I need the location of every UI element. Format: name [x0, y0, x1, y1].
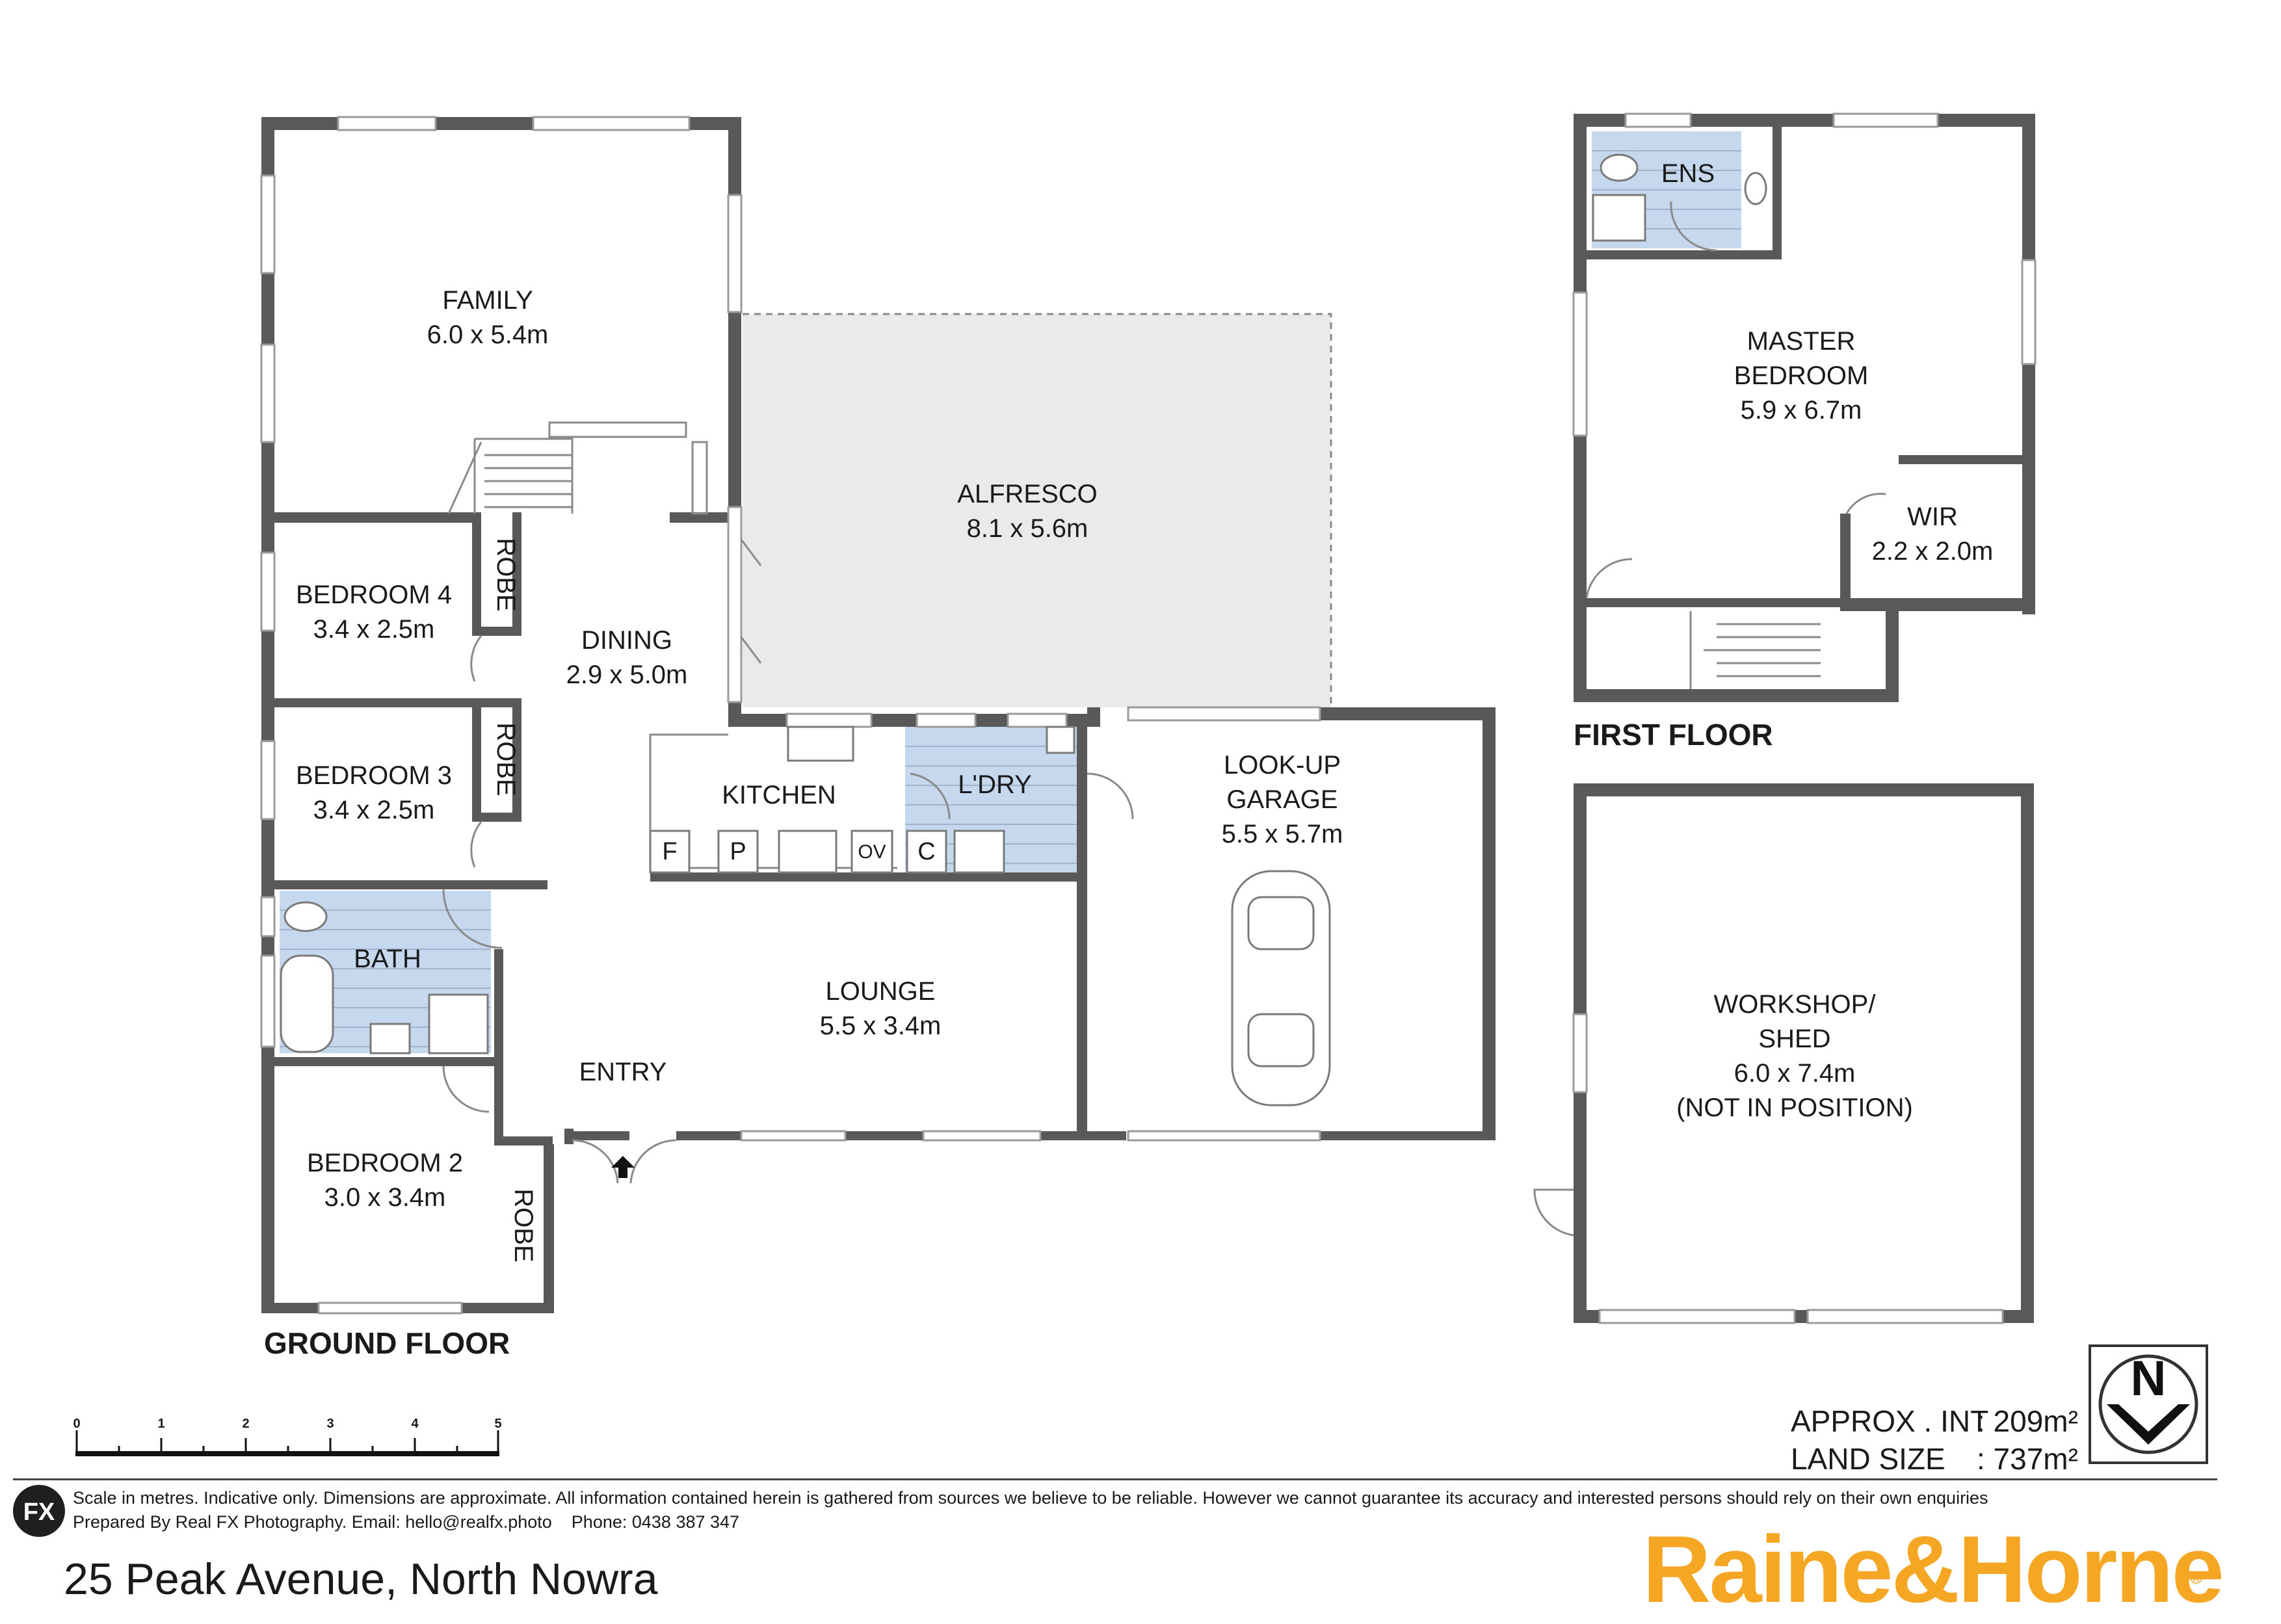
compass-letter: N: [2131, 1351, 2167, 1406]
ensuite-shower: [1592, 194, 1646, 242]
pantry-label: P: [730, 838, 746, 865]
master-dims: 5.9 x 6.7m: [1741, 396, 1862, 425]
first-floor-title: FIRST FLOOR: [1574, 718, 1773, 752]
workshop-name-line2: SHED: [1758, 1025, 1830, 1053]
land-size-value: : 737m²: [1977, 1442, 2078, 1476]
real-fx-logo-icon: FX: [13, 1485, 65, 1537]
master-name-line1: MASTER: [1747, 327, 1856, 356]
kitchen-sink: [787, 726, 854, 762]
oven: [850, 830, 893, 874]
alfresco-name: ALFRESCO: [957, 480, 1098, 508]
bedroom4-name: BEDROOM 4: [296, 581, 452, 609]
property-address: 25 Peak Avenue, North Nowra: [64, 1554, 658, 1604]
fridge-slot: [649, 830, 691, 874]
ground-stairs: [447, 421, 708, 515]
footer-divider: [13, 1478, 2217, 1480]
alfresco-dashed-outline: [743, 313, 1332, 707]
oven-label: OV: [858, 841, 886, 863]
ensuite-fixtures: [1592, 153, 1767, 242]
ground-floor-doors: [442, 539, 1134, 1184]
scale-tick-3: 3: [326, 1417, 334, 1431]
family-dims: 6.0 x 5.4m: [427, 321, 549, 349]
workshop-name-line1: WORKSHOP/: [1714, 990, 1877, 1019]
toilet: [283, 901, 328, 932]
ground-floor-title: GROUND FLOOR: [264, 1326, 510, 1360]
robe-label-bedroom3: ROBE: [492, 722, 520, 796]
alfresco-area: [743, 314, 1331, 707]
cupboard-label: C: [917, 838, 935, 865]
robe-label-bedroom4: ROBE: [492, 538, 520, 611]
lounge-name: LOUNGE: [826, 977, 936, 1006]
laundry-name: L'DRY: [958, 770, 1032, 799]
corner-cupboard: [906, 830, 947, 874]
master-name-line2: BEDROOM: [1734, 361, 1869, 390]
shower: [428, 993, 489, 1054]
approx-internal-label: APPROX . INT: [1791, 1404, 1988, 1438]
ensuite-toilet: [1600, 153, 1639, 182]
bedroom3-dims: 3.4 x 2.5m: [313, 796, 435, 824]
laundry-tub: [1046, 726, 1075, 754]
footer-text: Scale in metres. Indicative only. Dimens…: [73, 1486, 1988, 1534]
bedroom4-dims: 3.4 x 2.5m: [313, 615, 435, 644]
bedroom2-name: BEDROOM 2: [307, 1149, 463, 1177]
workshop-note: (NOT IN POSITION): [1676, 1094, 1913, 1122]
workshop-dims: 6.0 x 7.4m: [1734, 1059, 1856, 1088]
vanity: [369, 1023, 411, 1054]
wir-dims: 2.2 x 2.0m: [1872, 537, 1994, 566]
kitchen-name: KITCHEN: [722, 781, 836, 809]
brand-registered-mark: ®: [2190, 1568, 2203, 1588]
wir-name: WIR: [1907, 503, 1958, 531]
ensuite-basin: [1744, 172, 1767, 205]
north-compass-icon: N: [2089, 1344, 2208, 1464]
approx-internal-value: : 209m²: [1977, 1404, 2078, 1438]
garage-name-line1: LOOK-UP: [1224, 751, 1341, 779]
lounge-dims: 5.5 x 3.4m: [820, 1012, 942, 1040]
ensuite-name: ENS: [1661, 159, 1715, 188]
cooktop: [778, 830, 837, 874]
dining-name: DINING: [581, 626, 672, 655]
robe-label-bedroom2: ROBE: [509, 1188, 538, 1262]
scale-bar: 0 1 2 3 4 5: [73, 1417, 502, 1456]
pantry-cupboard: [717, 830, 759, 874]
scale-tick-1: 1: [157, 1417, 165, 1431]
garage-dims: 5.5 x 5.7m: [1222, 820, 1343, 848]
laundry-bench: [953, 830, 1005, 874]
first-floor-stairs: [1585, 201, 1886, 689]
dining-dims: 2.9 x 5.0m: [566, 661, 688, 689]
scale-tick-4: 4: [411, 1417, 419, 1431]
entry-arrow-icon: [611, 1156, 635, 1178]
fridge-label: F: [662, 838, 677, 865]
car-icon: [1231, 870, 1331, 1107]
scale-tick-0: 0: [73, 1417, 80, 1431]
disclaimer: Scale in metres. Indicative only. Dimens…: [73, 1488, 1988, 1508]
bedroom2-dims: 3.0 x 3.4m: [324, 1183, 446, 1212]
fx-logo-text: FX: [23, 1499, 55, 1526]
bath-fixtures: [280, 901, 489, 1054]
ground-floor-windows: [260, 116, 1321, 1315]
first-floor-walls: [1574, 114, 2035, 702]
bedroom3-name: BEDROOM 3: [296, 761, 452, 790]
scale-tick-2: 2: [242, 1417, 249, 1431]
bath-name: BATH: [354, 945, 421, 973]
garage-name-line2: GARAGE: [1226, 785, 1338, 814]
first-floor-windows: [1572, 112, 2037, 437]
alfresco-dims: 8.1 x 5.6m: [967, 514, 1088, 543]
family-name: FAMILY: [442, 286, 533, 315]
brand-logo: Raine&Horne: [1642, 1516, 2224, 1622]
workshop-walls: [1533, 783, 2034, 1324]
scale-tick-5: 5: [494, 1417, 501, 1431]
kitchen-fixtures: [649, 726, 1075, 874]
bathtub: [280, 954, 334, 1053]
land-size-label: LAND SIZE: [1791, 1442, 1945, 1476]
prepared-by: Prepared By Real FX Photography. Email: …: [73, 1512, 740, 1532]
entry-name: ENTRY: [579, 1058, 667, 1086]
